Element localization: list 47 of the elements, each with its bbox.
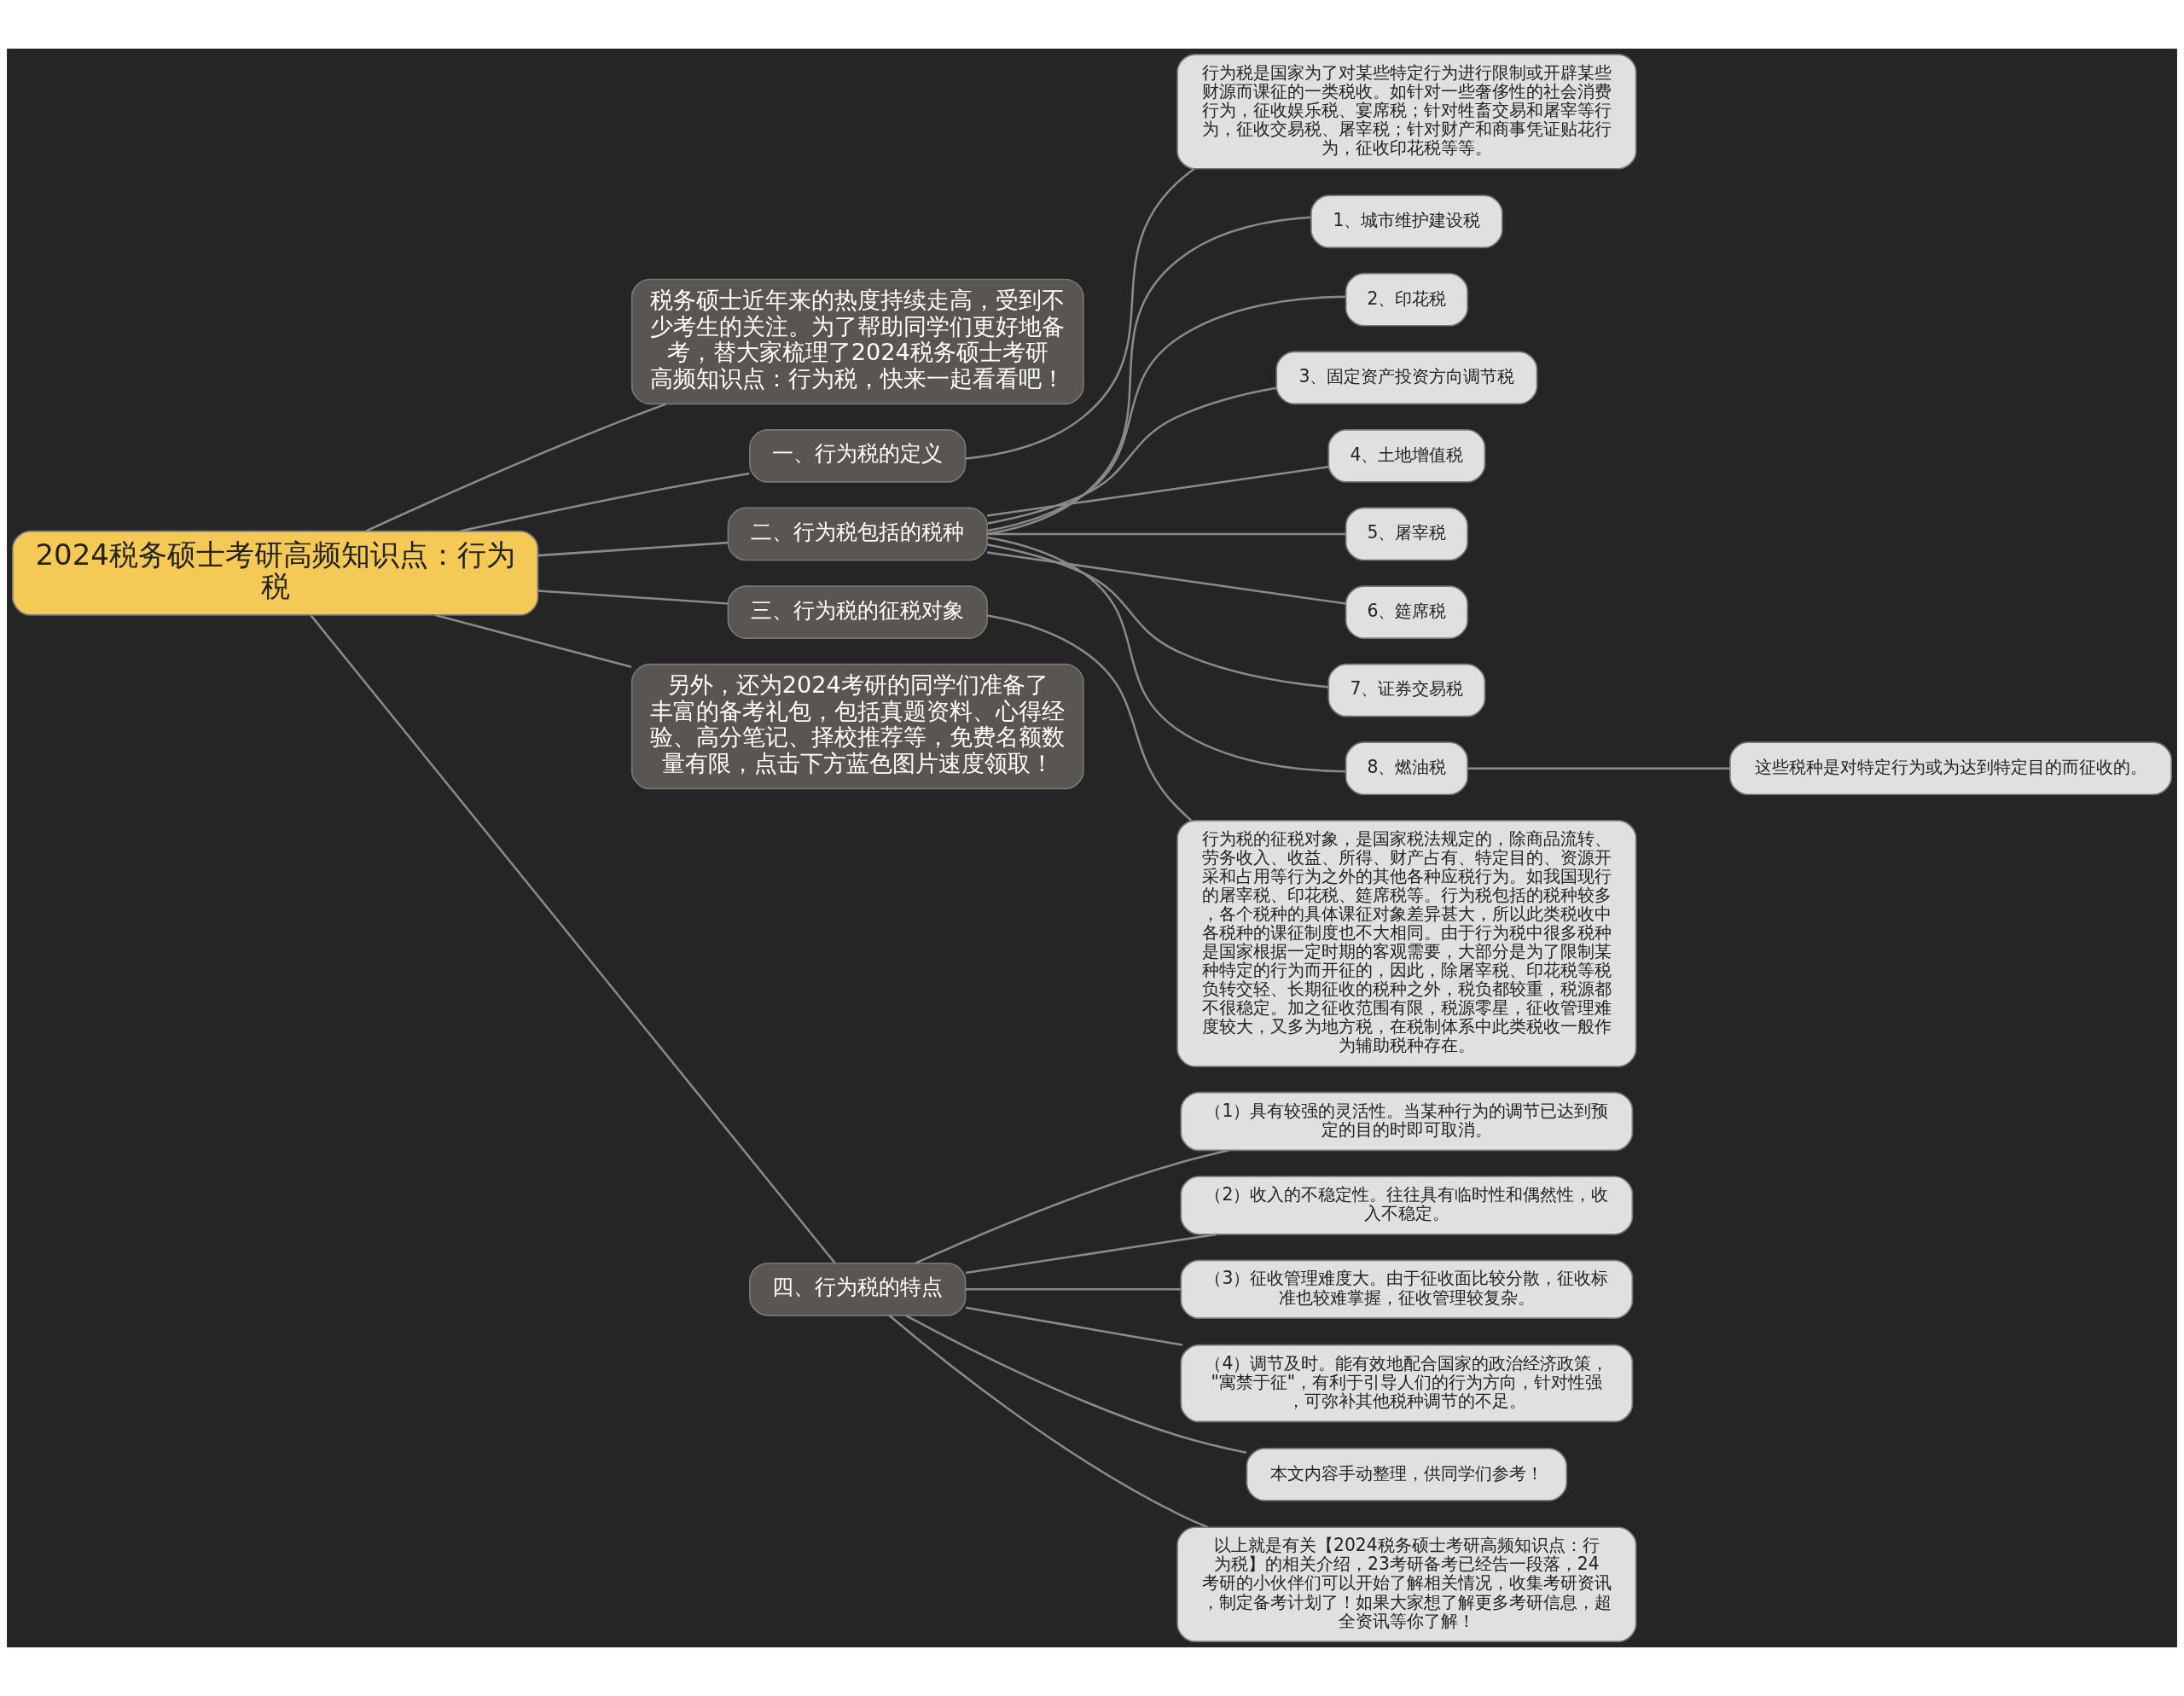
node-box: 一、行为税的定义 [749, 429, 967, 483]
node-box: 4、土地增值税 [1327, 429, 1486, 483]
node-box: 8、燃油税 [1345, 741, 1468, 796]
connector [986, 551, 1346, 605]
node-box: 以上就是有关【2024税务硕士考研高频知识点：行为税】的相关介绍，23考研备考已经告一段落，24考研的小伙伴们可以开始了解相关情况，收集考研资讯，制定备考计划了！如果大家想了解更多考研信息，超全资讯等你了解！ [1176, 1526, 1637, 1643]
node-box: （3）征收管理难度大。由于征收面比较分散，征收标准也较难掌握，征收管理较复杂。 [1180, 1259, 1634, 1320]
connector [987, 295, 1346, 532]
node-box: 1、城市维护建设税 [1310, 195, 1503, 249]
connector [310, 614, 836, 1264]
connector [987, 386, 1277, 525]
connector [915, 1149, 1229, 1264]
node-box: 3、固定资产投资方向调节税 [1275, 351, 1538, 405]
node-box: 5、屠宰税 [1345, 507, 1468, 561]
connector [986, 216, 1311, 536]
connector [965, 1233, 1217, 1275]
node-box: 本文内容手动整理，供同学们参考！ [1246, 1447, 1568, 1501]
connector [965, 1288, 1182, 1291]
node-box: 行为税是国家为了对某些特定行为进行限制或开辟某些财源而课征的一类税收。如针对一些奢侈性的社会消费行为，征收娱乐税、宴席税；针对牲畜交易和屠宰等行为，征收交易税、屠宰税；针对财产和商事凭证贴花行为，征收印花税等等。 [1176, 53, 1637, 170]
connector [460, 472, 750, 532]
node-box: 另外，还为2024考研的同学们准备了丰富的备考礼包，包括真题资料、心得经验、高分笔记、择校推荐等，免费名额数量有限，点击下方蓝色图片速度领取！ [630, 663, 1084, 790]
node-box: （1）具有较强的灵活性。当某种行为的调节已达到预定的目的时即可取消。 [1180, 1091, 1634, 1152]
connector [365, 403, 667, 532]
connector [987, 543, 1329, 688]
connector [987, 536, 1346, 773]
connector [965, 168, 1195, 460]
connector [1467, 767, 1730, 770]
node-box: 行为税的征税对象，是国家税法规定的，除商品流转、劳务收入、收益、所得、财产占有、特定目的、资源开采和占用等行为之外的其他各种应税行为。如我国现行的屠宰税、印花税、筵席税等。行为税包括的税种较多，各个税种的具体课征对象差异甚大，所以此类税收中各税种的课征制度也不大相同。由于行为税中很多税种是国家根据一定时期的客观需要，大部分是为了限制某种特定的行为而开征的，因此，除屠宰税、印花税等税负转交轻、长期征收的税种之外，税负都较重，税源都不很稳定。加之征收范围有限，税源零星，征收管理难度较大，又多为地方税，在税制体系中此类税收一般作为辅助税种存在。 [1176, 819, 1637, 1067]
node-box: 三、行为税的征税对象 [727, 585, 988, 639]
node-box: 四、行为税的特点 [749, 1262, 967, 1316]
connector [986, 466, 1329, 517]
node-box: 6、筵席税 [1345, 585, 1468, 639]
connector [965, 1306, 1183, 1346]
connector [987, 614, 1192, 822]
node-box: 税务硕士近年来的热度持续走高，受到不少考生的关注。为了帮助同学们更好地备考，替大家梳理了2024税务硕士考研高频知识点：行为税，快来一起看看吧！ [630, 278, 1084, 405]
node-box: 2024税务硕士考研高频知识点：行为税 [12, 530, 539, 616]
node-box: 这些税种是对特定行为或为达到特定目的而征收的。 [1729, 741, 2172, 796]
connector [537, 541, 729, 557]
connector [435, 613, 632, 669]
connector [905, 1315, 1247, 1455]
connector [537, 590, 729, 605]
node-box: 2、印花税 [1345, 272, 1468, 327]
node-box: 7、证券交易税 [1327, 663, 1486, 717]
node-box: 二、行为税包括的税种 [727, 507, 988, 561]
connector [888, 1314, 1208, 1529]
connector [987, 532, 1346, 536]
node-box: （4）调节及时。能有效地配合国家的政治经济政策，"寓禁于征"，有利于引导人们的行为方向，针对性强，可弥补其他税种调节的不足。 [1180, 1344, 1634, 1423]
node-box: （2）收入的不稳定性。往往具有临时性和偶然性，收入不稳定。 [1180, 1176, 1634, 1235]
